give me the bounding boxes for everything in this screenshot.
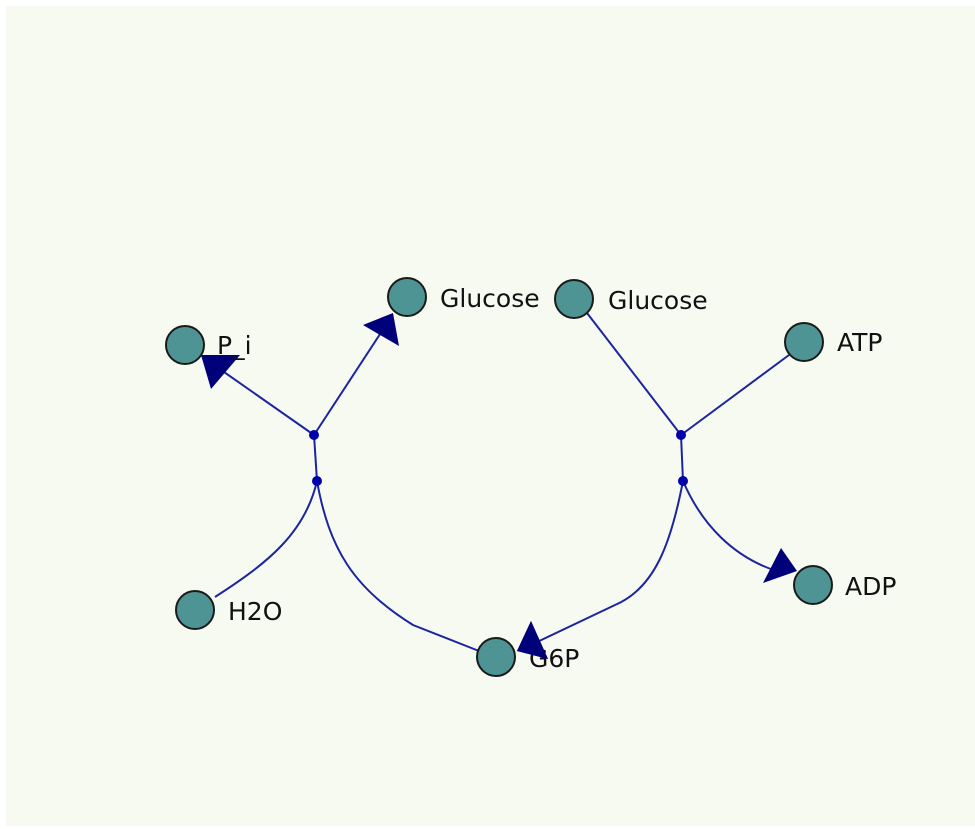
reaction-network-diagram: P_i Glucose Glucose ATP H2O G6P ADP — [6, 6, 975, 826]
arrowhead-to-g6p-overlay — [517, 621, 548, 659]
edge-g6p-to-left-reaction — [316, 480, 480, 652]
edge-right-reaction-to-adp — [682, 480, 784, 574]
node-g6p-circle[interactable] — [476, 637, 516, 677]
node-p-i-circle[interactable] — [165, 325, 205, 365]
node-glucose-left[interactable]: Glucose — [387, 277, 540, 317]
node-atp-label: ATP — [837, 328, 883, 357]
left-reaction-junction-top — [309, 430, 319, 440]
right-reaction-junction-top — [676, 430, 686, 440]
edge-glucose-right-to-right-reaction — [586, 312, 682, 436]
edge-right-reaction-to-g6p — [534, 480, 684, 644]
edge-left-reaction-to-p-i — [213, 364, 315, 436]
node-adp-label: ADP — [845, 572, 896, 601]
node-atp[interactable]: ATP — [784, 322, 883, 362]
node-glucose-right-label: Glucose — [608, 286, 708, 315]
node-adp-circle[interactable] — [793, 565, 833, 605]
node-glucose-right[interactable]: Glucose — [554, 279, 708, 319]
node-atp-circle[interactable] — [784, 322, 824, 362]
arrowhead-to-adp — [763, 548, 797, 583]
edge-atp-to-right-reaction — [680, 354, 790, 436]
node-g6p[interactable]: G6P — [476, 637, 579, 677]
left-reaction-junction-bottom — [312, 476, 322, 486]
node-glucose-left-label: Glucose — [440, 284, 540, 313]
node-p-i-label: P_i — [217, 331, 252, 360]
arrowhead-to-glucose-left — [363, 313, 399, 346]
node-h2o-circle[interactable] — [175, 590, 215, 630]
node-glucose-right-circle[interactable] — [554, 279, 594, 319]
node-h2o[interactable]: H2O — [175, 590, 282, 630]
right-reaction-junction-bottom — [678, 476, 688, 486]
node-p-i[interactable]: P_i — [165, 325, 252, 365]
edge-h2o-to-left-reaction — [214, 480, 318, 598]
node-h2o-label: H2O — [228, 597, 282, 626]
node-glucose-left-circle[interactable] — [387, 277, 427, 317]
node-adp[interactable]: ADP — [793, 565, 896, 605]
edge-right-reaction-stem — [680, 434, 684, 482]
arrowhead-to-p-i — [201, 355, 240, 389]
edge-left-reaction-to-glucose-left — [313, 324, 387, 436]
canvas-background — [6, 6, 975, 826]
edge-left-reaction-stem — [313, 434, 318, 482]
